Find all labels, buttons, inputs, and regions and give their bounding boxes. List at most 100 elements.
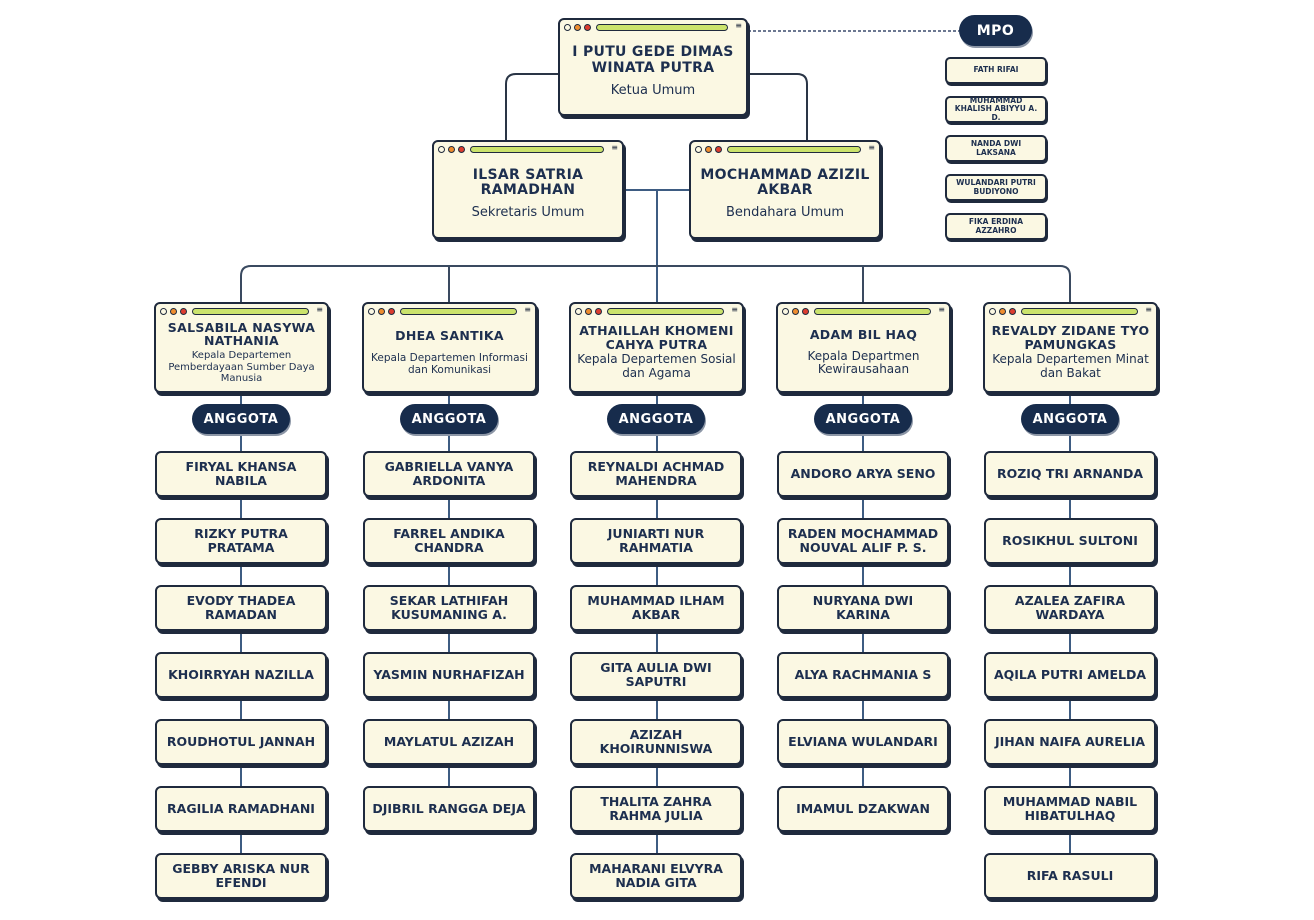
window-dot-icon <box>802 308 809 315</box>
mpo-member: Fath Rifai <box>945 57 1047 84</box>
dept-head-role: Kepala Departemen Pemberdayaan Sumber Da… <box>168 350 315 384</box>
window-dot-icon <box>595 308 602 315</box>
window-dot-icon <box>695 146 702 153</box>
member-card: Muhammad Ilham Akbar <box>570 585 742 631</box>
member-card: Raden Mochammad Nouval Alif P. S. <box>777 518 949 564</box>
chair-role: Ketua Umum <box>610 82 696 98</box>
window-dot-icon <box>378 308 385 315</box>
secretary-card: ≡ Ilsar Satria Ramadhan Sekretaris Umum <box>432 140 624 239</box>
member-card: Farrel Andika Chandra <box>363 518 535 564</box>
member-card: Firyal Khansa Nabila <box>155 451 327 497</box>
members-badge: Anggota <box>192 404 290 434</box>
title-bar-icon: ≡ <box>160 305 323 316</box>
dept-head-role: Kepala Departemen Informasi dan Komunika… <box>371 352 528 377</box>
member-card: Jihan Naifa Aurelia <box>984 719 1156 765</box>
window-dot-icon <box>574 24 581 31</box>
treasurer-card: ≡ Mochammad Azizil Akbar Bendahara Umum <box>689 140 881 239</box>
member-card: Roudhotul Jannah <box>155 719 327 765</box>
member-card: Rosikhul Sultoni <box>984 518 1156 564</box>
title-bar-icon: ≡ <box>989 305 1152 316</box>
window-dot-icon <box>180 308 187 315</box>
top-card: ≡ I Putu Gede Dimas Winata Putra Ketua U… <box>558 18 748 116</box>
member-card: Gebby Ariska Nur Efendi <box>155 853 327 899</box>
dept-head-card: ≡ Revaldy Zidane Tyo Pamungkas Kepala De… <box>983 302 1158 393</box>
member-card: Djibril Rangga Deja <box>363 786 535 832</box>
title-bar-icon <box>470 146 604 153</box>
window-dot-icon <box>448 146 455 153</box>
window-dot-icon <box>999 308 1006 315</box>
menu-lines-icon: ≡ <box>938 305 945 314</box>
menu-lines-icon: ≡ <box>731 305 738 314</box>
window-dot-icon <box>705 146 712 153</box>
title-bar-icon <box>607 308 724 315</box>
member-card: Muhammad Nabil Hibatulhaq <box>984 786 1156 832</box>
member-card: Maharani Elvyra Nadia Gita <box>570 853 742 899</box>
member-card: Reynaldi Achmad Mahendra <box>570 451 742 497</box>
window-dot-icon <box>160 308 167 315</box>
title-bar-icon: ≡ <box>368 305 531 316</box>
member-card: Azizah Khoirunniswa <box>570 719 742 765</box>
title-bar-icon: ≡ <box>575 305 738 316</box>
menu-lines-icon: ≡ <box>735 21 742 30</box>
title-bar-icon <box>192 308 309 315</box>
window-dot-icon <box>584 24 591 31</box>
connector-dept-bus <box>240 265 1071 302</box>
member-card: Khoirryah Nazilla <box>155 652 327 698</box>
mpo-badge: MPO <box>959 15 1032 46</box>
member-card: Ragilia Ramadhani <box>155 786 327 832</box>
mpo-member: Muhammad Khalish Abiyyu A. D. <box>945 96 1047 123</box>
title-bar-icon <box>596 24 728 31</box>
dept-head-role: Kepala Departemen Minat dan Bakat <box>992 352 1149 381</box>
member-card: Roziq Tri Arnanda <box>984 451 1156 497</box>
secretary-role: Sekretaris Umum <box>471 205 585 221</box>
window-dot-icon <box>575 308 582 315</box>
title-bar-icon <box>814 308 931 315</box>
window-dot-icon <box>170 308 177 315</box>
menu-lines-icon: ≡ <box>524 305 531 314</box>
title-bar-icon <box>1021 308 1138 315</box>
dept-head-role: Kepala Departmen Kewirausahaan <box>807 348 920 377</box>
connector-middle <box>624 189 690 302</box>
treasurer-name: Mochammad Azizil Akbar <box>700 166 870 199</box>
member-card: Yasmin Nurhafizah <box>363 652 535 698</box>
secretary-name: Ilsar Satria Ramadhan <box>472 166 584 199</box>
member-card: Alya Rachmania S <box>777 652 949 698</box>
member-card: Nuryana Dwi Karina <box>777 585 949 631</box>
members-badge: Anggota <box>814 404 912 434</box>
member-card: Gita Aulia Dwi Saputri <box>570 652 742 698</box>
window-dot-icon <box>438 146 445 153</box>
menu-lines-icon: ≡ <box>1145 305 1152 314</box>
window-dot-icon <box>585 308 592 315</box>
members-badge: Anggota <box>607 404 705 434</box>
member-card: Elviana Wulandari <box>777 719 949 765</box>
mpo-member: Fika Erdina Azzahro <box>945 213 1047 240</box>
dept-head-role: Kepala Departemen Sosial dan Agama <box>577 352 736 381</box>
window-dot-icon <box>782 308 789 315</box>
title-bar-icon: ≡ <box>438 143 618 154</box>
member-card: Juniarti Nur Rahmatia <box>570 518 742 564</box>
member-card: Rifa Rasuli <box>984 853 1156 899</box>
window-dot-icon <box>458 146 465 153</box>
dept-head-card: ≡ Salsabila Nasywa Nathania Kepala Depar… <box>154 302 329 393</box>
window-dot-icon <box>715 146 722 153</box>
window-dot-icon <box>388 308 395 315</box>
member-card: Imamul Dzakwan <box>777 786 949 832</box>
member-card: Rizky Putra Pratama <box>155 518 327 564</box>
window-dot-icon <box>792 308 799 315</box>
member-card: Sekar Lathifah Kusumaning A. <box>363 585 535 631</box>
title-bar-icon: ≡ <box>695 143 875 154</box>
title-bar-icon: ≡ <box>564 21 742 32</box>
window-dot-icon <box>989 308 996 315</box>
dept-head-card: ≡ Adam Bil Haq Kepala Departmen Kewiraus… <box>776 302 951 393</box>
member-card: Andoro Arya Seno <box>777 451 949 497</box>
window-dot-icon <box>1009 308 1016 315</box>
dept-head-card: ≡ Dhea Santika Kepala Departemen Informa… <box>362 302 537 393</box>
dept-head-card: ≡ Athaillah Khomeni Cahya Putra Kepala D… <box>569 302 744 393</box>
title-bar-icon <box>400 308 517 315</box>
dept-head-name: Salsabila Nasywa Nathania <box>167 319 316 349</box>
dept-head-name: Revaldy Zidane Tyo Pamungkas <box>991 322 1150 352</box>
chair-name: I Putu Gede Dimas Winata Putra <box>572 44 734 76</box>
member-card: Aqila Putri Amelda <box>984 652 1156 698</box>
member-card: Thalita Zahra Rahma Julia <box>570 786 742 832</box>
dept-head-name: Adam Bil Haq <box>809 326 918 342</box>
